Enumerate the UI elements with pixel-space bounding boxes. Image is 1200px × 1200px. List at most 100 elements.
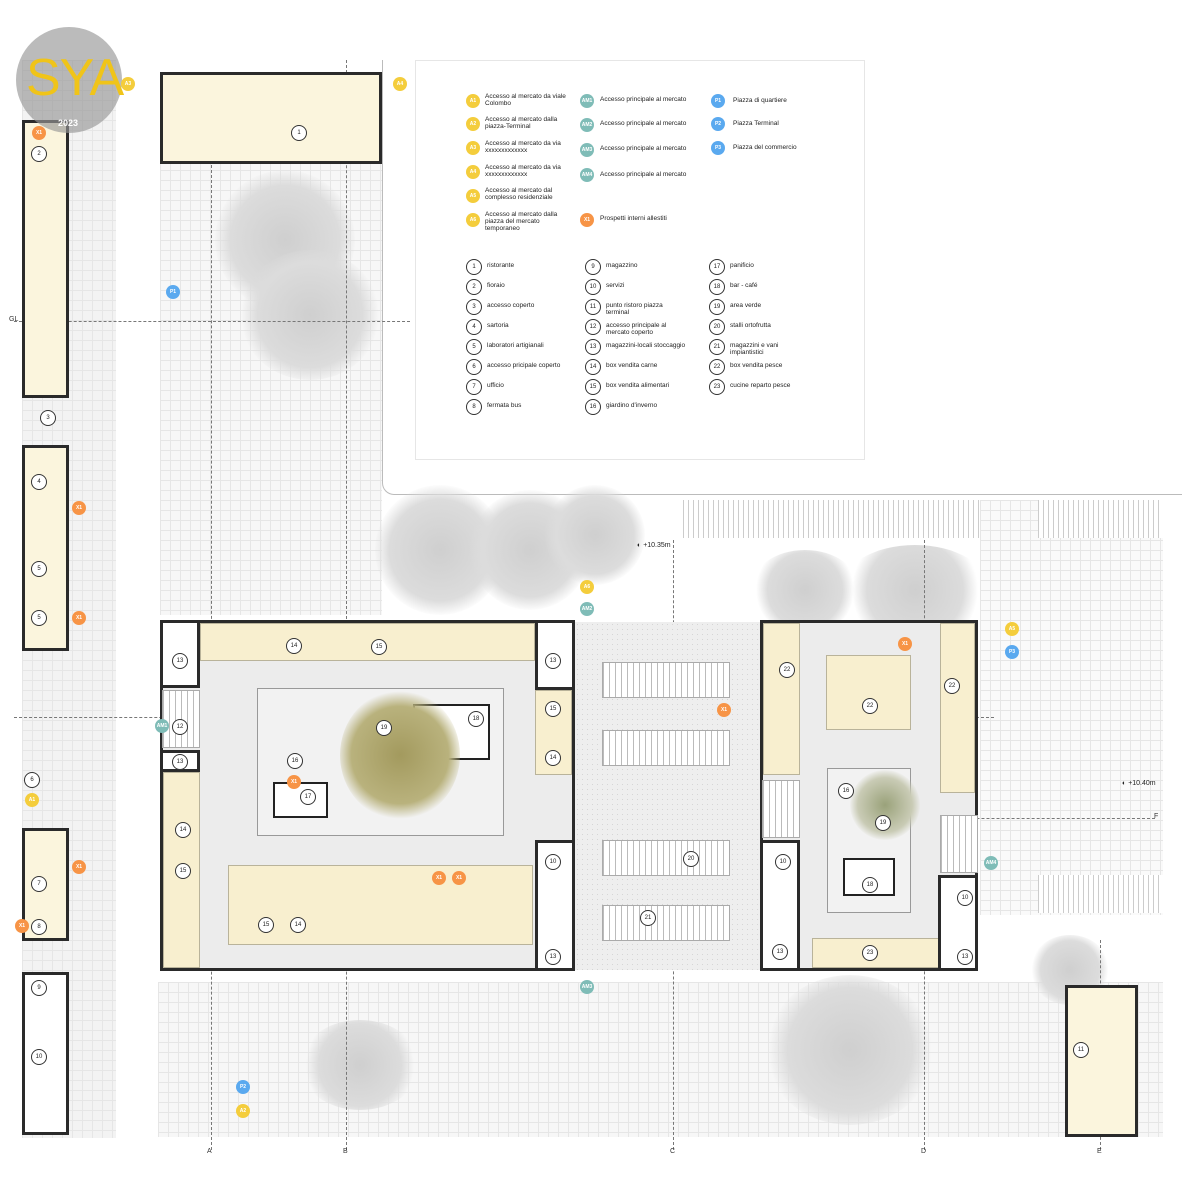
access-marker: A4 (393, 77, 407, 91)
entrance-east (762, 780, 800, 838)
fish-stalls-center (826, 655, 911, 730)
room-legend-label: magazzino (606, 262, 638, 269)
legend-label: Accesso al mercato da via xxxxxxxxxxxxx (485, 164, 561, 178)
room-number-marker: 10 (957, 890, 973, 906)
legend-marker-am2: AM2 (580, 118, 594, 132)
building-magazzino-servizi (22, 972, 69, 1135)
room-number-marker: 7 (31, 876, 47, 892)
logo-badge (16, 27, 122, 133)
room-number-marker: 13 (957, 949, 973, 965)
access-marker: X1 (15, 919, 29, 933)
room-number-marker: 8 (466, 399, 482, 415)
room-number-marker: 15 (258, 917, 274, 933)
axis-label-gl: GL (9, 316, 19, 323)
level-marker-2: ◐ +10.40m (1122, 780, 1156, 787)
room-number-marker: 1 (466, 259, 482, 275)
room-number-marker: 5 (31, 610, 47, 626)
fish-stalls-east (940, 623, 975, 793)
access-marker: X1 (72, 860, 86, 874)
room-number-marker: 18 (709, 279, 725, 295)
tree (300, 1020, 420, 1110)
access-marker: X1 (432, 871, 446, 885)
room-number-marker: 16 (287, 753, 303, 769)
site-boundary (382, 60, 1182, 495)
access-marker: A3 (121, 77, 135, 91)
access-marker: X1 (452, 871, 466, 885)
room-number-marker: 20 (683, 851, 699, 867)
axis-label-a: A (207, 1148, 212, 1155)
entrance-am4 (940, 815, 978, 873)
room-number-marker: 13 (585, 339, 601, 355)
room-legend-label: accesso coperto (487, 302, 535, 309)
room-number-marker: 1 (291, 125, 307, 141)
legend-label: Piazza Terminal (733, 120, 779, 127)
fish-stalls-west (763, 623, 800, 775)
legend-label: Accesso al mercato dal complesso residen… (485, 187, 553, 201)
room-legend-label: fioraio (487, 282, 505, 289)
access-marker: P3 (1005, 645, 1019, 659)
axis-label-e: E (1097, 1148, 1102, 1155)
olive-tree (340, 690, 460, 820)
access-marker: P2 (236, 1080, 250, 1094)
room-number-marker: 15 (545, 701, 561, 717)
room-number-marker: 5 (466, 339, 482, 355)
access-marker: A2 (236, 1104, 250, 1118)
access-marker: AM4 (984, 856, 998, 870)
axis-label-c: C (670, 1148, 676, 1155)
room-number-marker: 10 (585, 279, 601, 295)
produce-stalls (602, 662, 730, 698)
legend-marker-p3: P3 (711, 141, 725, 155)
room-number-marker: 11 (585, 299, 601, 315)
legend-label: Accesso principale al mercato (600, 145, 687, 152)
room-legend-label: servizi (606, 282, 625, 289)
access-marker: X1 (898, 637, 912, 651)
logo-year: 2023 (58, 118, 79, 128)
room-number-marker: 16 (585, 399, 601, 415)
parking-stripes-right2 (1038, 875, 1163, 913)
level-value: +10.35m (643, 542, 671, 549)
level-marker-1: ◐ +10.35m (637, 542, 671, 549)
legend-marker-am4: AM4 (580, 168, 594, 182)
access-marker: P1 (166, 285, 180, 299)
level-value: +10.40m (1128, 780, 1156, 787)
legend-label: Piazza di quartiere (733, 97, 787, 104)
parking-stripes-right (1038, 500, 1163, 538)
axis-label-b: B (343, 1148, 348, 1155)
room-number-marker: 9 (585, 259, 601, 275)
residential-block (415, 60, 865, 460)
stalls-south (228, 865, 533, 945)
room-number-marker: 18 (468, 711, 484, 727)
access-marker: X1 (72, 611, 86, 625)
room-number-marker: 15 (371, 639, 387, 655)
room-legend-label: box vendita alimentari (606, 382, 670, 389)
room-legend-label: box vendita pesce (730, 362, 783, 369)
room-legend-label: stalli ortofrutta (730, 322, 771, 329)
room-number-marker: 17 (300, 789, 316, 805)
room-number-marker: 10 (545, 854, 561, 870)
room-number-marker: 10 (775, 854, 791, 870)
room-number-marker: 14 (175, 822, 191, 838)
building-ristorante (160, 72, 382, 164)
room-legend-label: fermata bus (487, 402, 522, 409)
legend-marker-a3: A3 (466, 141, 480, 155)
room-number-marker: 18 (862, 877, 878, 893)
legend-marker-a1: A1 (466, 94, 480, 108)
access-marker: X1 (717, 703, 731, 717)
stalls-north (200, 623, 535, 661)
room-legend-label: bar - café (730, 282, 758, 289)
grid-axis-gl (14, 321, 410, 322)
legend-label: Accesso principale al mercato (600, 96, 687, 103)
legend-label: Accesso al mercato dalla piazza-Terminal (485, 116, 558, 130)
room-legend-label: magazzini-locali stoccaggio (606, 342, 686, 349)
fish-kitchens (812, 938, 950, 968)
room-legend-label: cucine reparto pesce (730, 382, 791, 389)
room-number-marker: 13 (172, 754, 188, 770)
room-number-marker: 13 (545, 949, 561, 965)
produce-stalls (602, 730, 730, 766)
legend-marker-a5: A5 (466, 189, 480, 203)
room-number-marker: 21 (640, 910, 656, 926)
building-fioraio (22, 120, 69, 398)
access-marker: AM3 (580, 980, 594, 994)
room-number-marker: 14 (290, 917, 306, 933)
legend-marker-a2: A2 (466, 117, 480, 131)
